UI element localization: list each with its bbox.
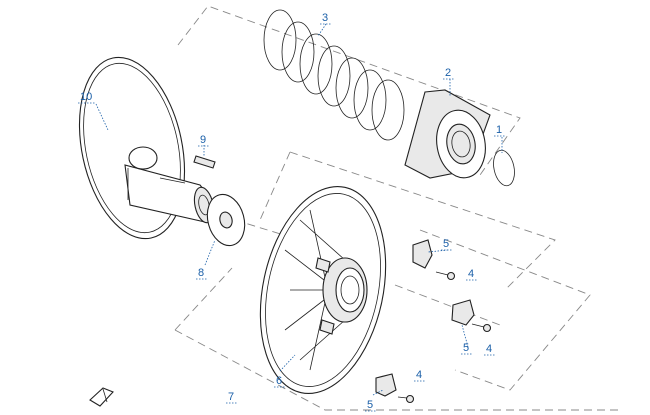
callout-6[interactable]: 6 [276,375,282,387]
part-5-slider-a [412,239,433,269]
part-8-washer [206,193,246,247]
callout-3[interactable]: 3 [322,12,328,24]
callout-5-middle[interactable]: 5 [463,342,469,354]
callout-5-lower[interactable]: 5 [367,399,373,411]
callout-10[interactable]: 10 [80,91,92,103]
callout-1[interactable]: 1 [496,124,502,136]
part-2-cover [404,89,491,179]
callout-9[interactable]: 9 [200,134,206,146]
callout-4-lower[interactable]: 4 [416,369,422,381]
part-4-screw-c [397,394,415,404]
part-4-screw-a [435,271,456,281]
part-3-spring [263,9,405,141]
part-10-fixed-sheave [78,56,215,240]
callout-4-middle[interactable]: 4 [486,343,492,355]
part-5-slider-c [375,373,397,397]
assembly-guide-lines [174,5,620,411]
callout-5-upper[interactable]: 5 [443,238,449,250]
callout-8[interactable]: 8 [198,267,204,279]
part-6-movable-sheave [259,185,387,395]
callout-2[interactable]: 2 [445,67,451,79]
callout-7[interactable]: 7 [228,391,234,403]
callouts: 1 2 3 4 4 4 5 5 5 6 7 8 9 10 [80,12,502,411]
part-9-key [193,155,216,169]
part-4-screw-b [471,323,492,333]
part-1-snap-ring [493,149,515,187]
part-5-slider-b [451,299,475,326]
front-arrow-icon [89,387,114,407]
callout-4-upper[interactable]: 4 [468,268,474,280]
callout-underlines [78,23,505,412]
